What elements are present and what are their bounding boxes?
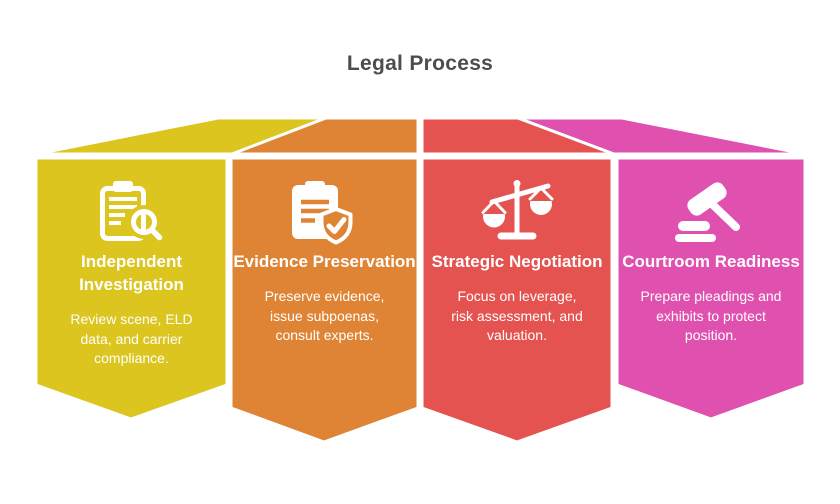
card-heading: Independent Investigation (79, 252, 184, 294)
banner-body-evidence-preservation (229, 156, 420, 444)
card-courtroom-readiness: Courtroom Readiness Prepare pleadings an… (617, 250, 805, 346)
clipboard-search-icon (100, 181, 163, 241)
banner-body-independent-investigation (34, 156, 229, 421)
card-heading: Courtroom Readiness (622, 252, 800, 271)
banner-body-strategic-negotiation (420, 156, 614, 444)
banner-flap-courtroom-readiness (516, 116, 807, 156)
page-title: Legal Process (346, 52, 494, 75)
card-description: Preserve evidence, issue subpoenas, cons… (264, 288, 385, 343)
card-independent-investigation: Independent Investigation Review scene, … (36, 250, 227, 369)
banner-flap-evidence-preservation (230, 116, 420, 156)
clipboard-shield-check-icon (292, 181, 353, 245)
gavel-icon (675, 182, 740, 242)
card-description: Prepare pleadings and exhibits to protec… (640, 288, 782, 343)
banner-body-courtroom-readiness (615, 156, 807, 421)
card-description: Review scene, ELD data, and carrier comp… (70, 311, 193, 366)
card-evidence-preservation: Evidence Preservation Preserve evidence,… (231, 250, 418, 346)
scales-of-justice-icon (481, 180, 554, 240)
card-strategic-negotiation: Strategic Negotiation Focus on leverage,… (422, 250, 612, 346)
card-heading: Evidence Preservation (233, 252, 416, 271)
card-heading: Strategic Negotiation (431, 252, 603, 271)
card-description: Focus on leverage, risk assessment, and … (451, 288, 583, 343)
